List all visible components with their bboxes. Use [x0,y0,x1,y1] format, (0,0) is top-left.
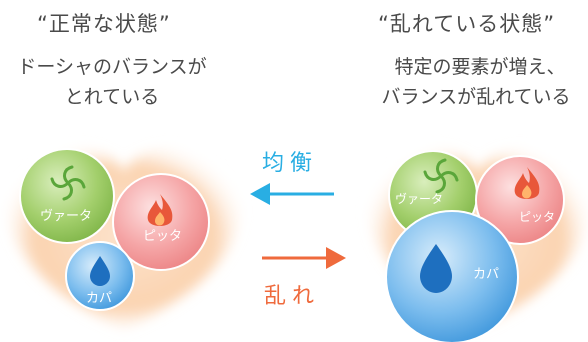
right-vata-label: ヴァータ [395,191,443,206]
left-description-line1: ドーシャのバランスが [17,56,207,78]
left-flame-icon [147,194,173,226]
left-wind-icon [50,165,86,201]
right-flame-icon [514,167,540,199]
right-heart-group: ヴァータ ピッタ カパ [368,145,588,342]
disorder-arrow-label: 乱れ [264,284,321,309]
left-drop-icon [90,256,110,286]
right-kapha-bubble [385,210,519,342]
right-pitta-bubble [475,155,565,245]
left-title: “正常な状態” [37,12,171,36]
balance-arrow-label: 均衡 [262,151,319,176]
left-heart-group: ヴァータ ピッタ カパ [6,144,242,330]
balance-arrow [250,183,334,205]
right-title: “乱れている状態” [378,12,556,36]
disorder-arrow [262,247,346,269]
right-pitta-label: ピッタ [519,210,555,224]
right-wind-icon [423,158,459,194]
right-description-line2: バランスが乱れている [381,86,571,108]
right-kapha-label: カパ [473,267,499,282]
right-drop-icon [420,244,452,293]
left-vata-label: ヴァータ [40,208,92,224]
left-vata-bubble [19,148,115,244]
right-description-line1: 特定の要素が増え、 [394,56,566,78]
left-kapha-label: カパ [86,291,112,306]
left-description-line2: とれている [64,86,160,108]
left-pitta-label: ピッタ [143,229,182,244]
